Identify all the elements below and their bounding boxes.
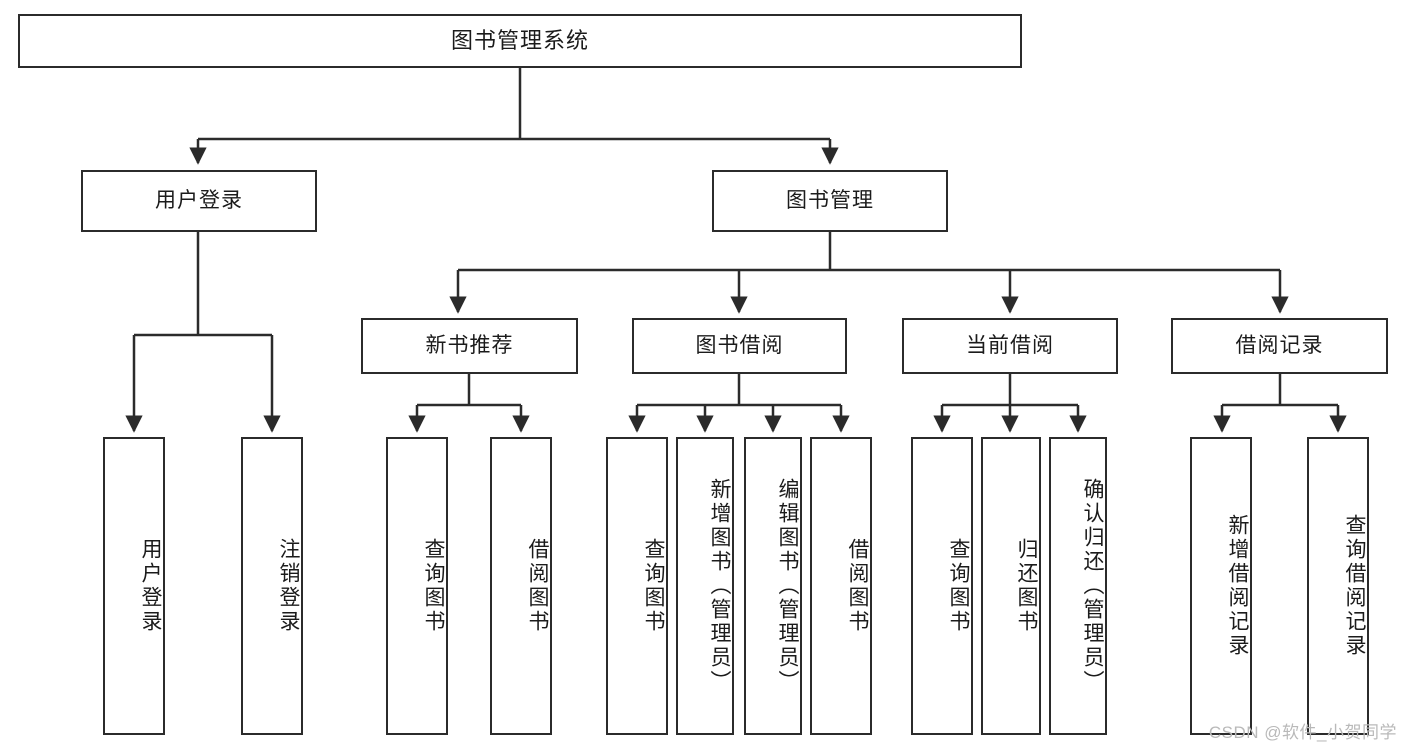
node-borrow-record-label: 借阅记录 — [1235, 334, 1324, 358]
leaf-add-borrow-record-label: 新增借阅记录 — [1226, 514, 1249, 658]
node-root[interactable]: 图书管理系统 — [18, 14, 1022, 68]
node-borrow-record[interactable]: 借阅记录 — [1171, 318, 1388, 374]
leaf-return-book[interactable]: 归还图书 — [981, 437, 1041, 735]
leaf-query-borrow-record-label: 查询借阅记录 — [1343, 514, 1366, 658]
leaf-query-book-3-label: 查询图书 — [947, 538, 970, 634]
leaf-confirm-return-admin-label: 确认归还（管理员） — [1081, 478, 1104, 694]
leaf-logout-login-label: 注销登录 — [277, 538, 300, 634]
leaf-edit-book-admin-label: 编辑图书（管理员） — [776, 478, 799, 694]
node-root-label: 图书管理系统 — [450, 27, 589, 53]
leaf-return-book-label: 归还图书 — [1015, 538, 1038, 634]
leaf-user-login[interactable]: 用户登录 — [103, 437, 165, 735]
leaf-borrow-book-2-label: 借阅图书 — [846, 538, 869, 634]
leaf-query-book-3[interactable]: 查询图书 — [911, 437, 973, 735]
leaf-borrow-book-1[interactable]: 借阅图书 — [490, 437, 552, 735]
leaf-query-borrow-record[interactable]: 查询借阅记录 — [1307, 437, 1369, 735]
leaf-user-login-label: 用户登录 — [139, 538, 162, 634]
leaf-edit-book-admin[interactable]: 编辑图书（管理员） — [744, 437, 802, 735]
node-new-book-recommend-label: 新书推荐 — [425, 334, 514, 358]
node-book-borrow-label: 图书借阅 — [695, 334, 784, 358]
leaf-query-book-2[interactable]: 查询图书 — [606, 437, 668, 735]
node-user-login-label: 用户登录 — [155, 189, 243, 213]
node-current-borrow-label: 当前借阅 — [966, 334, 1054, 358]
leaf-borrow-book-1-label: 借阅图书 — [526, 538, 549, 634]
leaf-borrow-book-2[interactable]: 借阅图书 — [810, 437, 872, 735]
leaf-add-book-admin-label: 新增图书（管理员） — [708, 478, 731, 694]
leaf-query-book-1[interactable]: 查询图书 — [386, 437, 448, 735]
watermark: CSDN @软件_小贺同学 — [1208, 723, 1397, 742]
leaf-add-borrow-record[interactable]: 新增借阅记录 — [1190, 437, 1252, 735]
node-book-manage[interactable]: 图书管理 — [712, 170, 948, 232]
leaf-confirm-return-admin[interactable]: 确认归还（管理员） — [1049, 437, 1107, 735]
leaf-add-book-admin[interactable]: 新增图书（管理员） — [676, 437, 734, 735]
leaf-query-book-1-label: 查询图书 — [422, 538, 445, 634]
node-current-borrow[interactable]: 当前借阅 — [902, 318, 1118, 374]
node-user-login[interactable]: 用户登录 — [81, 170, 317, 232]
leaf-logout-login[interactable]: 注销登录 — [241, 437, 303, 735]
node-book-manage-label: 图书管理 — [786, 189, 874, 213]
node-new-book-recommend[interactable]: 新书推荐 — [361, 318, 578, 374]
node-book-borrow[interactable]: 图书借阅 — [632, 318, 847, 374]
leaf-query-book-2-label: 查询图书 — [642, 538, 665, 634]
